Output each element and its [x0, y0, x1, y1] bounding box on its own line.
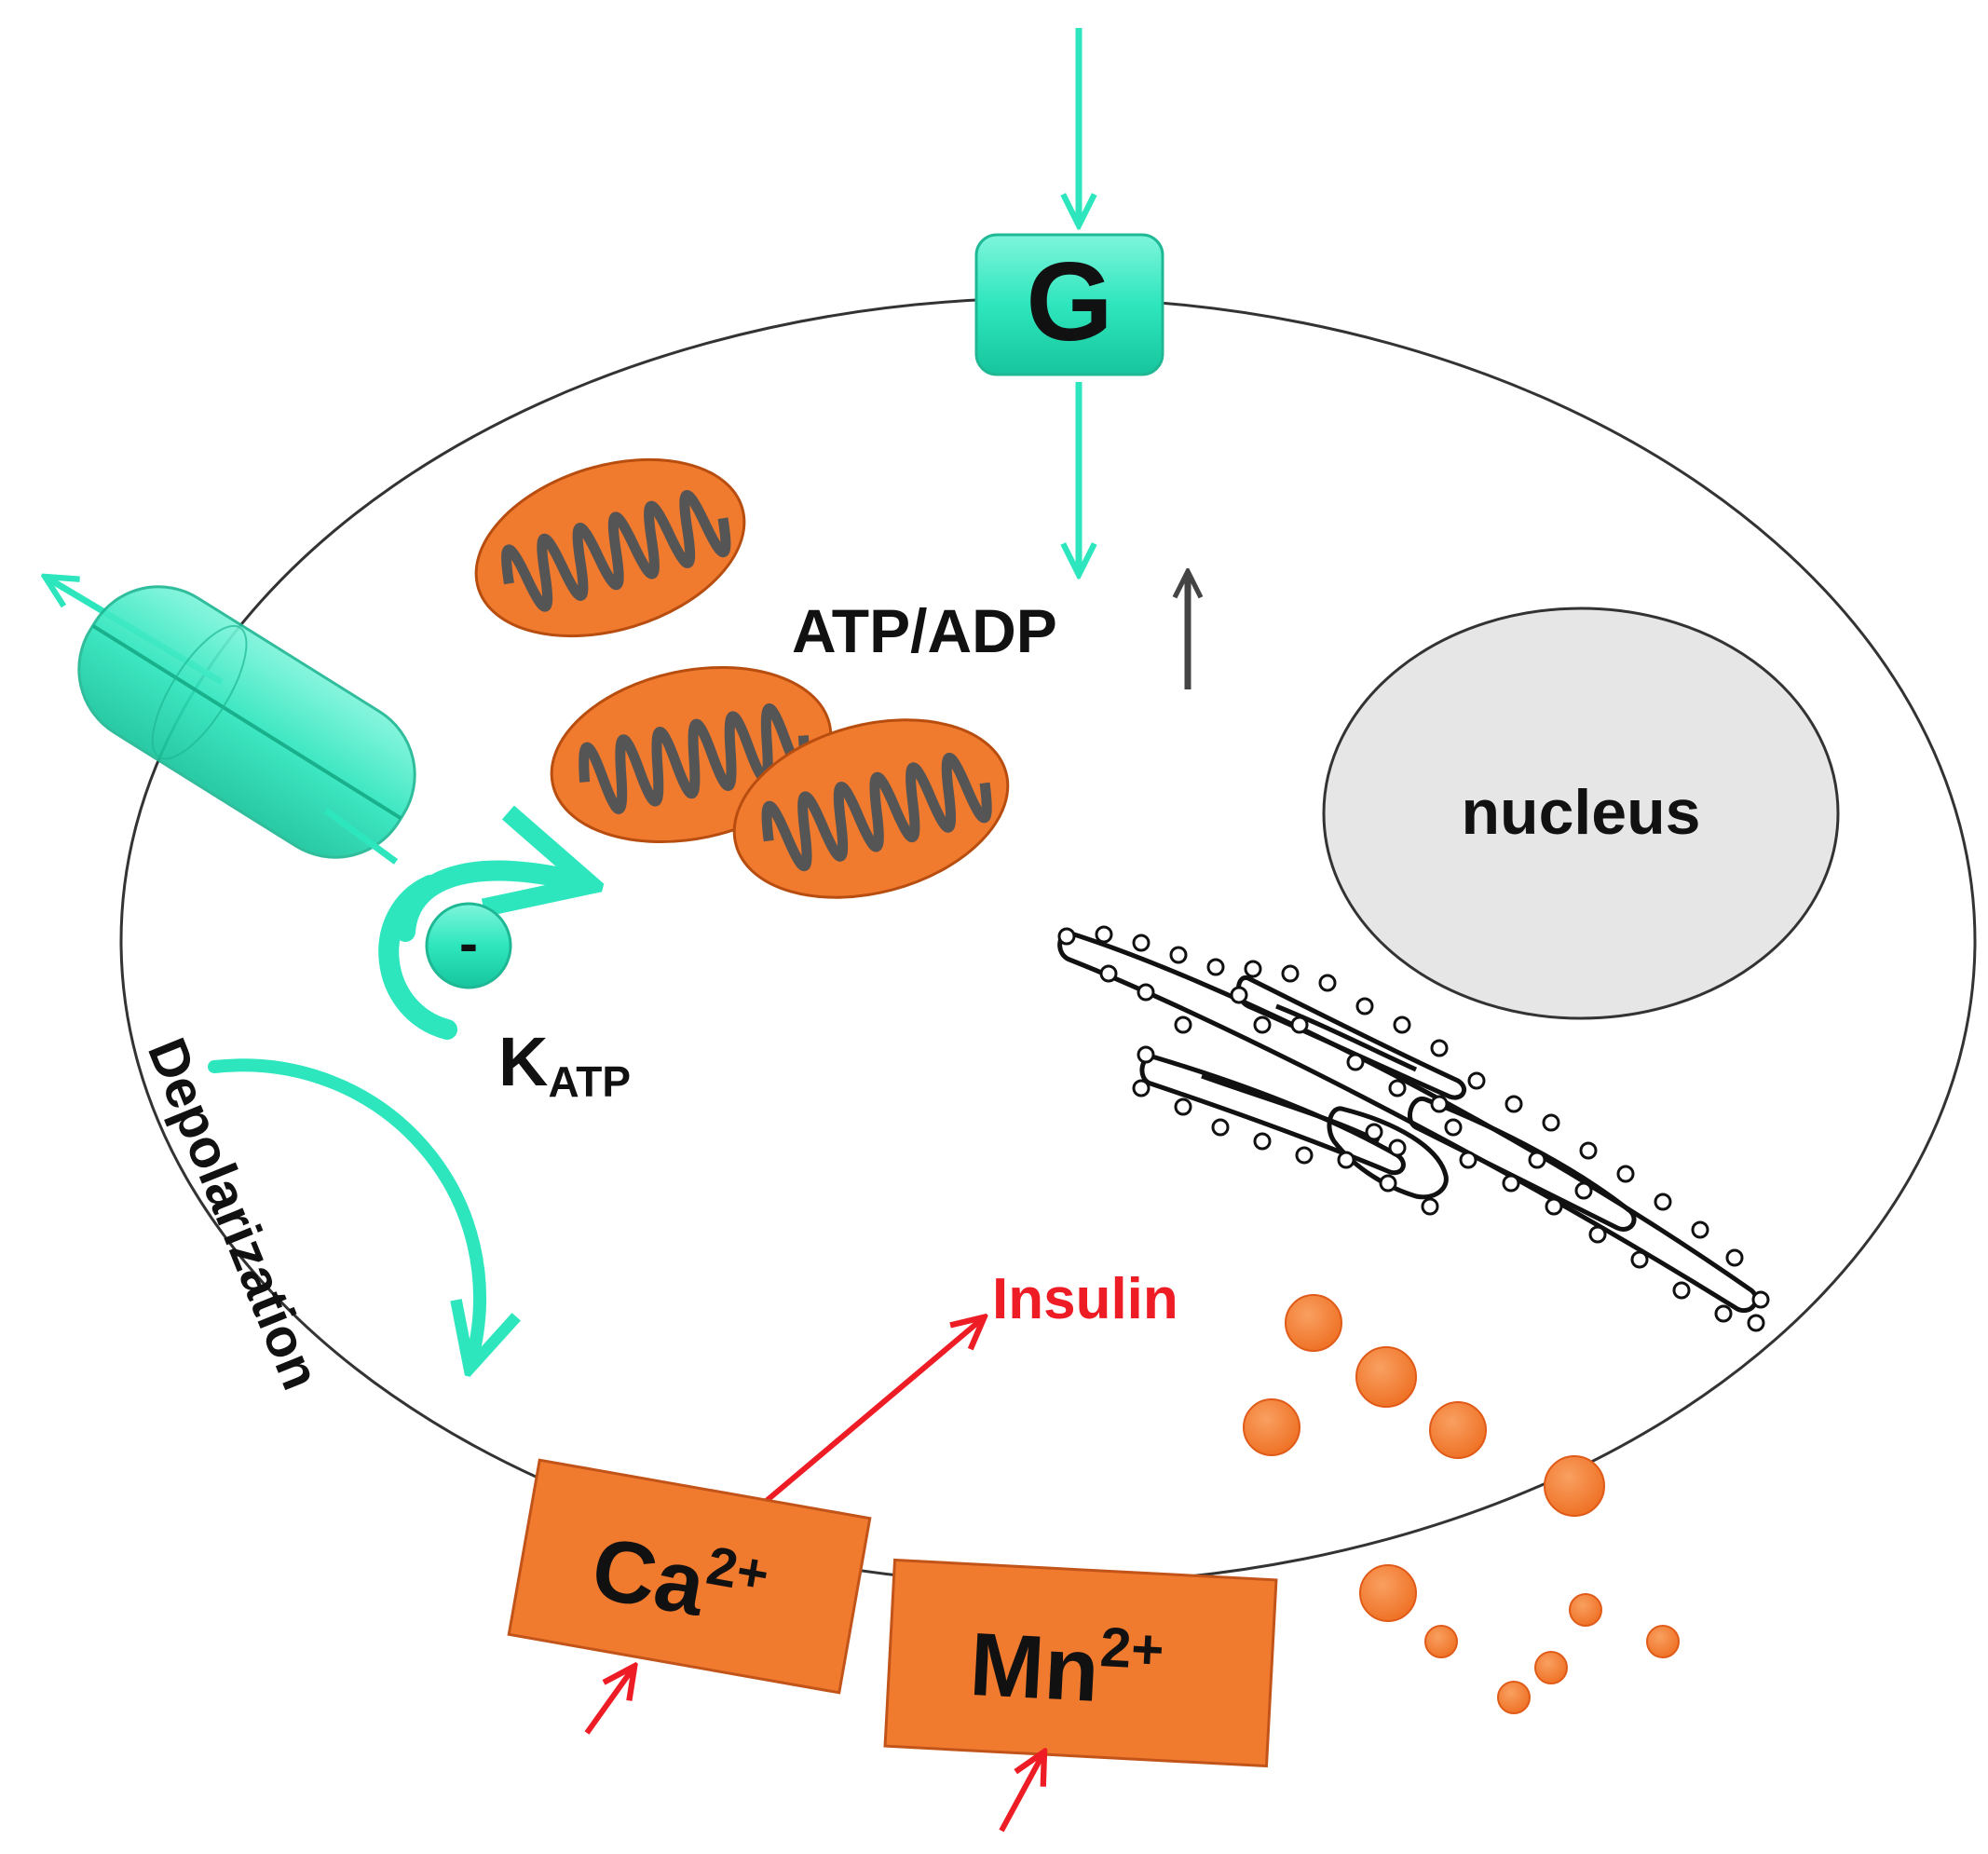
insulin-label: Insulin — [992, 1267, 1178, 1331]
depolarization-label: Depolarization — [136, 1030, 332, 1398]
insulin-granules — [1243, 1294, 1680, 1714]
inhibition-sign: - — [459, 912, 478, 975]
mn-label-base: Mn — [967, 1615, 1101, 1721]
er-ribosomes — [1057, 925, 1770, 1332]
ca-channel: Ca2+ — [507, 1458, 872, 1695]
nucleus: nucleus — [1322, 607, 1840, 1020]
katp-label: KATP — [498, 1023, 631, 1106]
nucleus-label: nucleus — [1462, 777, 1701, 848]
inhibition-arc — [378, 875, 457, 1040]
katp-label-main: K — [498, 1023, 548, 1100]
rough-er — [1057, 931, 1759, 1314]
g-label: G — [1026, 239, 1112, 364]
glucose-transporter: G — [974, 233, 1164, 376]
insulin-secretion-arrow — [743, 1318, 983, 1521]
mitochondrion-1 — [474, 457, 746, 638]
mitochondrion-3 — [732, 718, 1010, 899]
katp-channel: - — [47, 559, 585, 1040]
mn-influx-arrow — [999, 1753, 1043, 1833]
atp-adp-label: ATP/ADP — [792, 596, 1057, 665]
mn-channel: Mn2+ — [883, 1558, 1278, 1768]
ca-label-charge: 2+ — [702, 1535, 773, 1605]
ca-label: Ca2+ — [585, 1516, 773, 1645]
mn-label: Mn2+ — [967, 1609, 1165, 1724]
katp-label-sub: ATP — [548, 1057, 631, 1106]
depolarization-arrow — [208, 1058, 480, 1365]
atp-inhibitor-ball — [425, 902, 512, 989]
ca-label-base: Ca — [585, 1519, 713, 1634]
ca-influx-arrow — [584, 1668, 633, 1735]
mn-label-charge: 2+ — [1098, 1615, 1165, 1681]
